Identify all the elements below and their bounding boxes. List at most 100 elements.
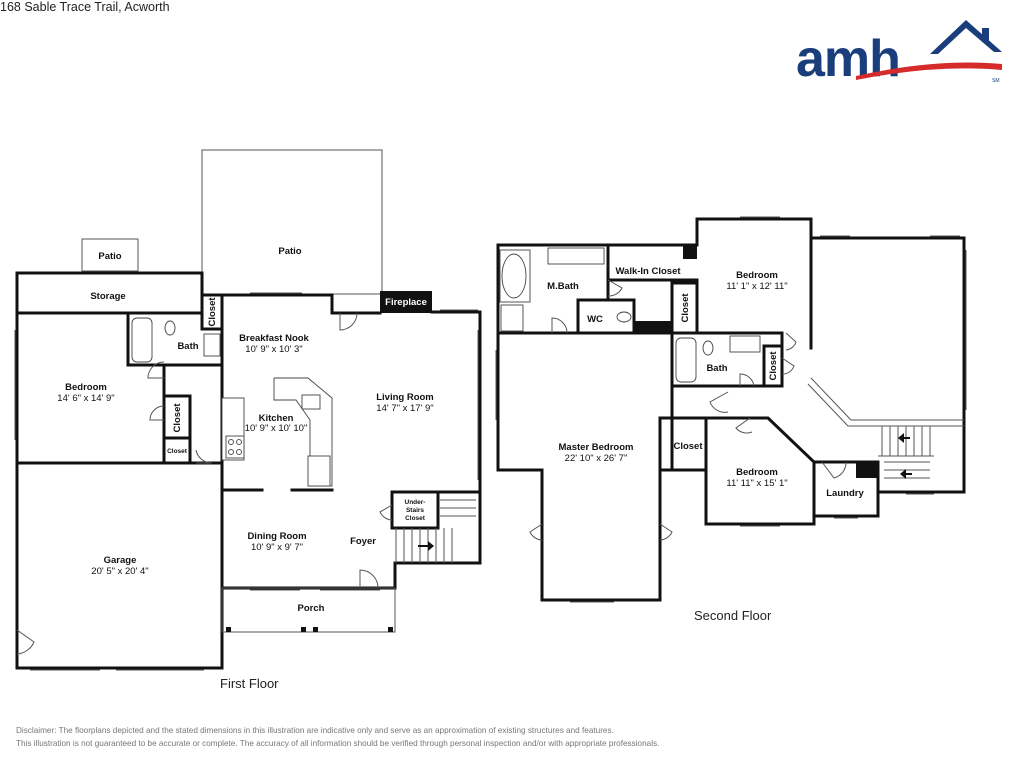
upper-toilet-icon [702,340,714,356]
dining-room-label: Dining Room [247,531,306,542]
walkin-dark-block [683,245,697,259]
kitchen-label: Kitchen [259,413,294,424]
storage-label: Storage [90,291,125,302]
disclaimer-line-2: This illustration is not guaranteed to b… [16,739,660,748]
closet-b-label: Closet [172,403,183,433]
balcony-rail [810,377,964,421]
bath-tub-icon [131,317,153,363]
upper-closet-a-label: Closet [680,293,691,323]
storage-walls [15,271,204,315]
vanity-icon [203,333,221,357]
closet-c-label: Closet [167,448,188,455]
stairs-second [878,426,934,479]
bedroom-b-dims: 11' 11" x 15' 1" [726,478,787,489]
closet-dark-strip [634,321,672,333]
second-floor-windows [495,216,967,603]
stairs-arrow-icon [418,541,434,551]
balcony-rail-2 [807,383,964,427]
bedroom-a-dims: 11' 1" x 12' 11" [726,281,787,292]
open-area-walls [809,236,966,494]
under-stairs-label-1: Under- [405,499,426,506]
logo-wordmark: amh [796,30,900,88]
master-bedroom-walls [496,384,674,602]
foyer-label: Foyer [350,536,376,547]
second-floor-caption: Second Floor [694,608,772,623]
toilet-icon [164,320,176,336]
patio-small-outline [81,238,139,272]
closet-b-box [762,344,784,388]
logo-service-mark: SM [992,78,1000,84]
bedroom-a-walls [695,217,813,350]
stairs-arrow-left-icon-2 [900,469,912,479]
closet-a-box [670,281,699,335]
fridge-icon [307,455,331,487]
bedroom-dims: 14' 6" x 14' 9" [57,393,114,404]
master-bedroom-label: Master Bedroom [559,442,634,453]
closet-a-label: Closet [207,297,218,327]
upper-bath-label: Bath [706,363,727,374]
garage-label: Garage [104,555,137,566]
master-bedroom-dims: 22' 10" x 26' 7" [565,453,628,464]
bath-label: Bath [177,341,198,352]
under-stairs-label-3: Closet [405,515,426,522]
upper-vanity-icon [729,335,761,353]
wc-label: WC [587,314,603,325]
sink-icon [301,394,321,410]
logo-chimney [982,28,989,42]
first-floor-doors [16,312,393,655]
wc-toilet-icon [616,311,632,323]
breakfast-nook-label: Breakfast Nook [239,333,309,344]
living-room-label: Living Room [376,392,434,403]
second-floor-doors [529,279,847,541]
patio-large-label: Patio [278,246,301,257]
closet-c-walls [162,436,192,465]
laundry-label: Laundry [826,488,864,499]
second-floor-plan: M.Bath Walk-In Closet WC Bedroom 11' 1" … [495,216,967,603]
logo-roof-icon [930,20,1002,54]
porch-label: Porch [298,603,325,614]
stairs-arrow-left-icon [898,433,910,443]
upper-closet-c-label: Closet [673,441,703,452]
bath-walls [126,311,224,367]
master-tub-surround [499,249,531,303]
bedroom-b-label: Bedroom [736,467,778,478]
closet-a-box [200,293,224,331]
bedroom-walls [15,311,224,670]
first-floor-caption: First Floor [220,676,279,691]
living-room-dims: 14' 7" x 17' 9" [376,403,433,414]
first-floor-plan: Patio Patio Storage Bath Closet Breakfas… [14,149,482,671]
fireplace-label: Fireplace [385,297,427,308]
dining-room-dims: 10' 9" x 9' 7" [251,542,303,553]
laundry-dark-block [856,462,878,478]
master-vanity-icon [547,247,605,265]
bedroom-b-walls [704,416,816,526]
kitchen-dims: 10' 9" x 10' 10" [245,423,308,434]
disclaimer-line-1: Disclaimer: The floorplans depicted and … [16,726,614,735]
under-stairs-closet-box [390,490,440,530]
upper-tub-icon [675,337,697,383]
porch-outline [221,587,396,633]
logo-swoosh-icon [856,62,1002,80]
walk-in-closet-label: Walk-In Closet [615,266,681,277]
shower-icon [500,304,524,332]
fireplace-box [380,291,432,313]
bedroom-label: Bedroom [65,382,107,393]
wc-box [576,298,636,335]
breakfast-nook-dims: 10' 9" x 10' 3" [245,344,302,355]
patio-large-outline [201,149,383,295]
nook-wall [220,293,382,315]
upper-closet-b-label: Closet [768,351,779,381]
master-bath-label: M.Bath [547,281,579,292]
closet-c-box [658,416,708,472]
patio-small-label: Patio [98,251,121,262]
property-address: 168 Sable Trace Trail, Acworth [0,0,170,14]
amh-logo: amh SM [796,20,1002,88]
master-tub-icon [501,253,527,299]
garage-dims: 20' 5" x 20' 4" [91,566,148,577]
master-bath-walls [496,243,699,472]
first-floor-windows [14,292,479,671]
stove-icon [225,435,245,459]
under-stairs-label-2: Stairs [406,507,424,514]
bedroom-a-label: Bedroom [736,270,778,281]
